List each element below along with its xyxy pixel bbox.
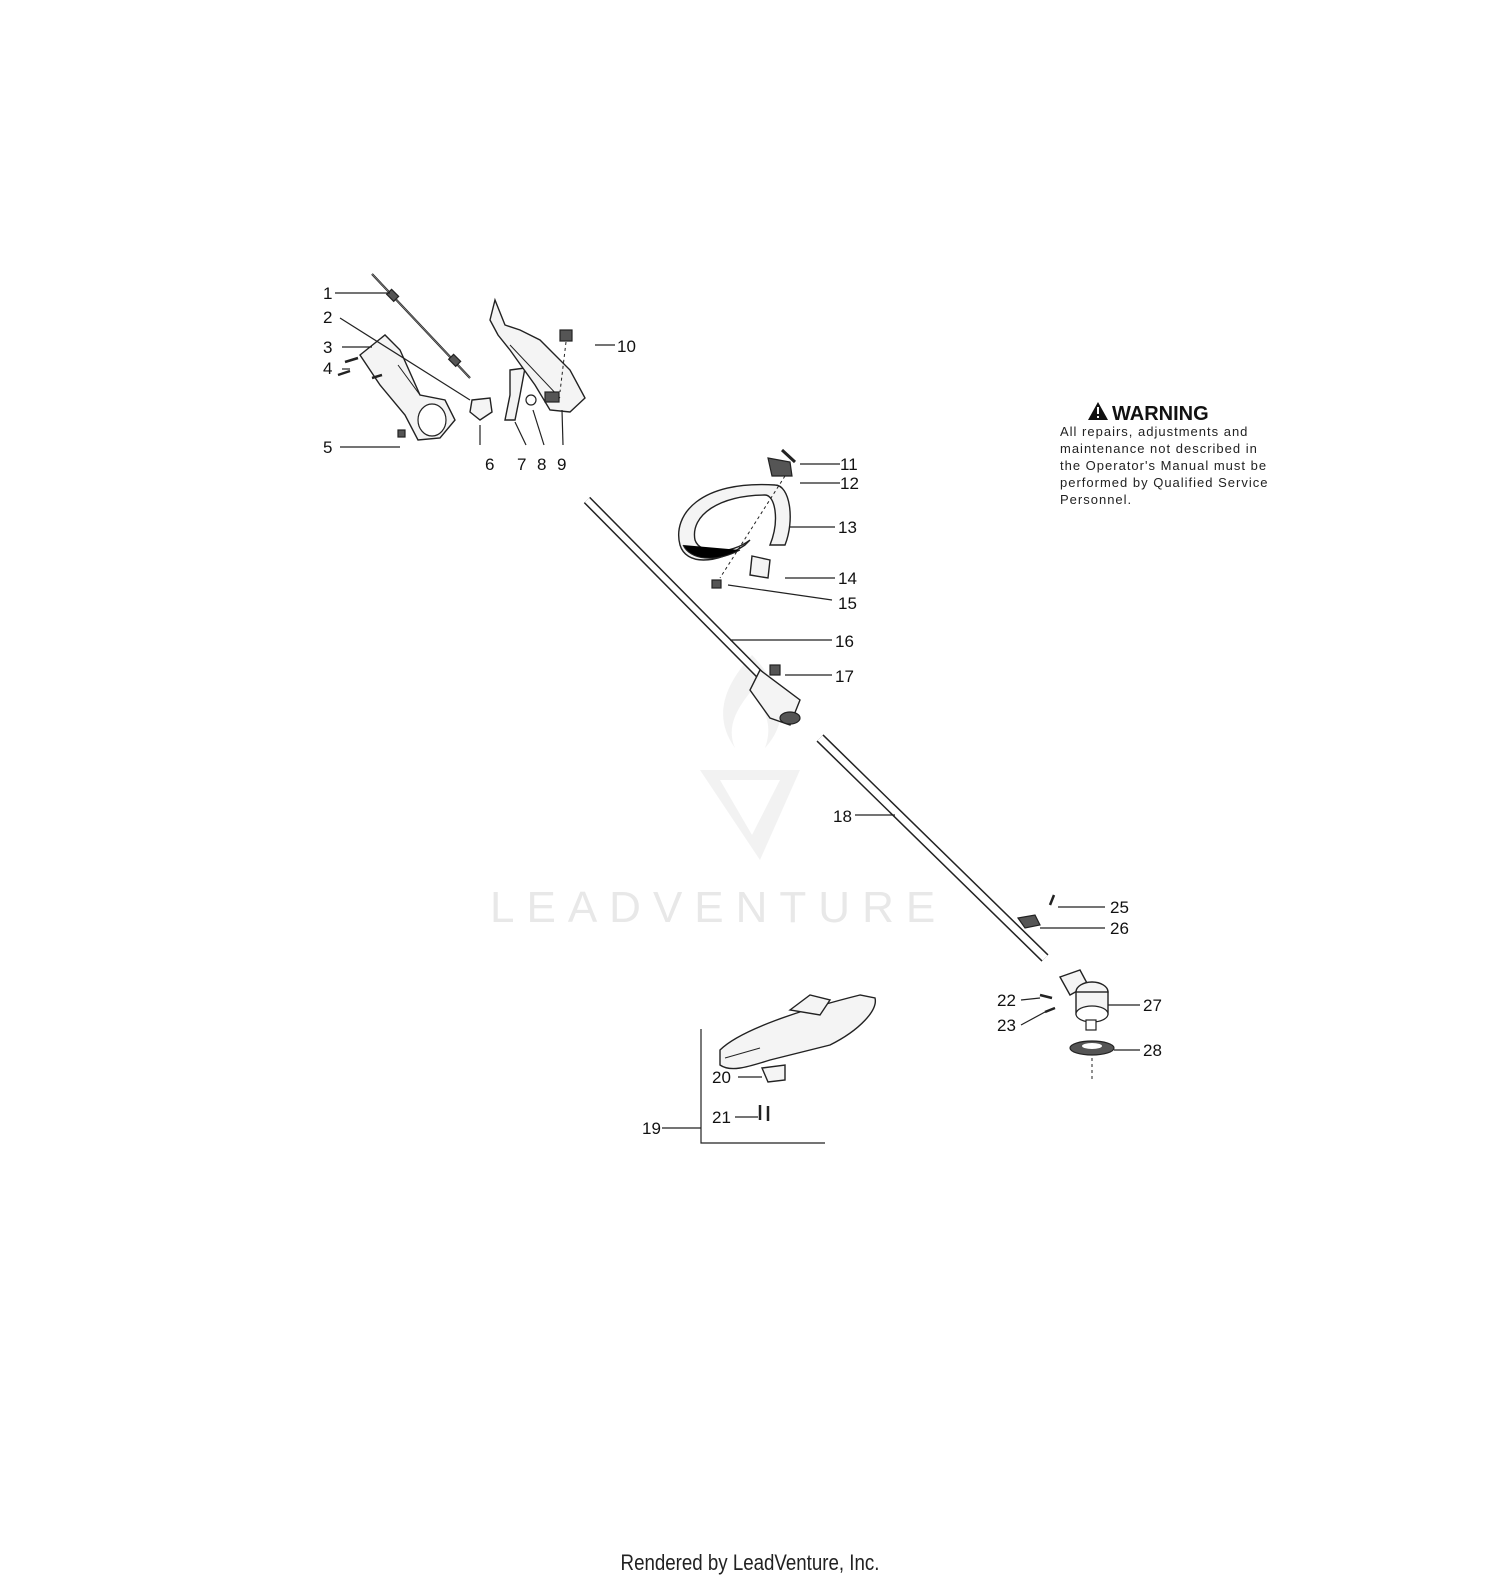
callout-17: 17 [835,667,854,686]
part-clamp-bottom [749,555,771,579]
callout-9: 9 [557,455,566,474]
warning-notice: WARNING All repairs, adjustments and mai… [1060,402,1268,507]
assembly-bracket-19 [700,1029,825,1144]
callout-13: 13 [838,518,857,537]
warning-title: WARNING [1112,403,1209,425]
warning-line-2: maintenance not described in [1060,441,1258,456]
footer-credit: Rendered by LeadVenture, Inc. [620,1550,880,1575]
part-knob-17 [769,664,781,676]
callout-25: 25 [1110,898,1129,917]
callout-15: 15 [838,594,857,613]
warning-line-3: the Operator's Manual must be [1060,458,1267,473]
part-pin-25 [1048,894,1056,906]
callout-28: 28 [1143,1041,1162,1060]
leader-lines [335,292,1140,1129]
part-trimmer-guard [719,994,876,1070]
callout-26: 26 [1110,919,1129,938]
part-clip-26 [1016,914,1041,929]
leadventure-logo [700,655,800,860]
warning-line-4: performed by Qualified Service [1060,475,1268,490]
callout-23: 23 [997,1016,1016,1035]
part-trigger [504,367,526,421]
part-rear-handle [359,334,456,441]
part-nut-15 [711,579,722,589]
callout-1: 1 [323,284,332,303]
callout-21: 21 [712,1108,731,1127]
part-lower-shaft [816,734,1049,962]
callout-4: 4 [323,359,332,378]
part-switch [469,397,493,421]
callout-19: 19 [642,1119,661,1138]
part-handle-housing [489,297,586,413]
callout-18: 18 [833,807,852,826]
part-nut-5 [397,429,406,438]
watermark-text: LEADVENTURE [490,883,947,932]
part-clamp-top [767,457,793,477]
part-screw-22 [1039,993,1053,1000]
warning-line-5: Personnel. [1060,492,1132,507]
part-spring [525,394,537,406]
callout-10: 10 [617,337,636,356]
callout-16: 16 [835,632,854,651]
part-loop-handle [678,483,791,561]
callout-20: 20 [712,1068,731,1087]
part-gear-head [1058,969,1109,1031]
callout-3: 3 [323,338,332,357]
callout-6: 6 [485,455,494,474]
part-upper-shaft [583,496,801,726]
callout-27: 27 [1143,996,1162,1015]
part-screws-21 [758,1105,770,1121]
callout-11: 11 [840,455,858,474]
callout-2: 2 [323,308,332,327]
warning-triangle-icon [1088,402,1108,420]
callout-22: 22 [997,991,1016,1010]
callout-5: 5 [323,438,332,457]
part-throttle-cable [371,273,471,379]
part-washer [1069,1040,1115,1080]
part-nut-10 [559,329,573,393]
callout-14: 14 [838,569,857,588]
callout-8: 8 [537,455,546,474]
callout-7: 7 [517,455,526,474]
callout-12: 12 [840,474,859,493]
part-line-cutter-blade [760,1064,786,1083]
warning-line-1: All repairs, adjustments and [1060,424,1248,439]
part-screws-4 [337,356,383,380]
part-screw-23 [1044,1006,1056,1014]
part-screw-11 [780,448,797,464]
